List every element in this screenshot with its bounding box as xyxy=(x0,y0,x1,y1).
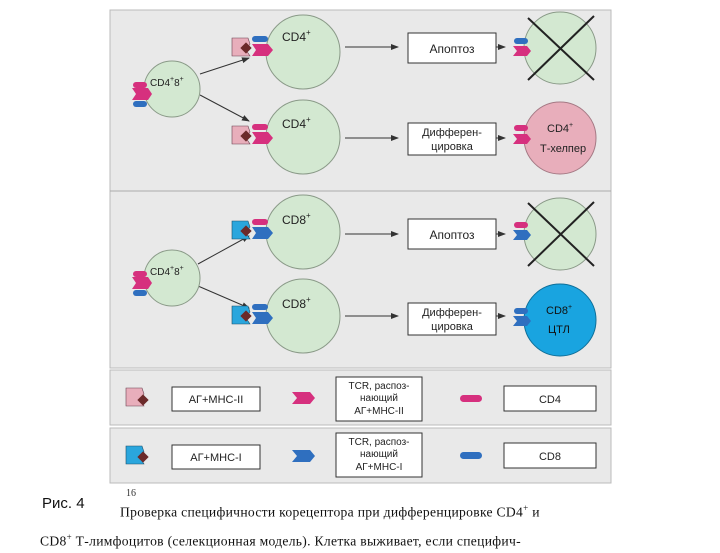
tcr-icon xyxy=(132,88,152,100)
cd8-marker xyxy=(514,222,528,228)
cd8-marker xyxy=(133,290,147,296)
svg-text:ЦТЛ: ЦТЛ xyxy=(548,324,570,336)
svg-text:CD8+: CD8+ xyxy=(282,211,311,227)
svg-text:CD8+: CD8+ xyxy=(546,304,572,317)
dead-cell-2 xyxy=(513,197,597,271)
svg-text:CD4+: CD4+ xyxy=(282,115,311,131)
cd4-t-helper-cell: CD4+ Т-хелпер xyxy=(513,101,597,175)
cd4-marker xyxy=(133,82,147,88)
caption-line-1: Проверка специфичности корецептора при д… xyxy=(120,503,540,520)
figure-caption: Проверка специфичности корецептора при д… xyxy=(40,496,688,553)
cd4-marker xyxy=(252,124,268,130)
svg-text:CD4+8+: CD4+8+ xyxy=(150,265,184,278)
tcr-icon xyxy=(513,230,531,240)
cd8-legend-icon xyxy=(460,452,482,459)
cd4-marker xyxy=(514,125,528,131)
cd4-marker xyxy=(252,36,268,42)
svg-text:нающий: нающий xyxy=(360,449,398,460)
cd4-marker xyxy=(133,271,147,277)
tcr-mhc2-legend-icon xyxy=(292,392,315,404)
tcr-icon xyxy=(513,134,531,144)
svg-text:CD4+: CD4+ xyxy=(547,122,573,135)
cd8-marker xyxy=(252,304,268,310)
svg-text:CD8+: CD8+ xyxy=(282,295,311,311)
tcr-icon xyxy=(132,277,152,289)
cd8-cell-mhc1-mismatch-row: CD8+ xyxy=(231,194,341,270)
svg-text:Апоптоз: Апоптоз xyxy=(429,228,475,242)
cd4-cell-mhc2-row: CD4+ xyxy=(231,99,341,175)
tcr-icon xyxy=(513,46,531,56)
svg-text:TCR, распоз-: TCR, распоз- xyxy=(348,437,409,448)
tcr-icon xyxy=(252,44,273,56)
double-positive-cell-top: CD4+8+ xyxy=(132,60,201,118)
antigen-icon xyxy=(240,310,252,322)
svg-text:Апоптоз: Апоптоз xyxy=(429,42,475,56)
cd8-marker xyxy=(133,101,147,107)
outcome-differentiation-2: Дифферен- цировка xyxy=(407,302,497,336)
svg-text:АГ+МНС-I: АГ+МНС-I xyxy=(356,462,403,473)
double-positive-cell-bottom: CD4+8+ xyxy=(132,249,201,307)
svg-text:Дифферен-: Дифферен- xyxy=(422,127,482,139)
svg-text:АГ+МНС-II: АГ+МНС-II xyxy=(189,394,244,406)
svg-text:CD4+: CD4+ xyxy=(282,28,311,44)
cd8-marker xyxy=(252,219,268,225)
figure-label: Рис. 4 xyxy=(42,495,85,512)
figure-number: 16 xyxy=(126,488,136,499)
svg-text:CD8: CD8 xyxy=(539,451,561,463)
outcome-differentiation-1: Дифферен- цировка xyxy=(407,122,497,156)
svg-text:цировка: цировка xyxy=(431,321,474,333)
antigen-icon xyxy=(240,130,252,142)
legend-row-mhc2: АГ+МНС-II TCR, распоз- нающий АГ+МНС-II … xyxy=(125,376,597,422)
antigen-legend-icon xyxy=(137,451,149,463)
svg-text:АГ+МНС-I: АГ+МНС-I xyxy=(190,452,242,464)
svg-text:АГ+МНС-II: АГ+МНС-II xyxy=(354,406,404,417)
tcr-icon xyxy=(252,227,273,239)
tcr-icon xyxy=(252,312,273,324)
svg-text:нающий: нающий xyxy=(360,393,398,404)
tcr-mhc1-legend-icon xyxy=(292,450,315,462)
tcr-icon xyxy=(252,132,273,144)
svg-text:цировка: цировка xyxy=(431,141,474,153)
cd8-ctl-cell: CD8+ ЦТЛ xyxy=(513,283,597,357)
caption-line-2: CD8+ Т-лимфоцитов (селекционная модель).… xyxy=(40,531,521,549)
antigen-icon xyxy=(240,225,252,237)
antigen-icon xyxy=(240,42,252,54)
tcr-icon xyxy=(513,316,531,326)
cd4-marker xyxy=(514,38,528,44)
legend-row-mhc1: АГ+МНС-I TCR, распоз- нающий АГ+МНС-I CD… xyxy=(125,432,597,478)
svg-text:CD4: CD4 xyxy=(539,394,561,406)
cd8-marker xyxy=(514,308,528,314)
dead-cell-1 xyxy=(513,11,597,85)
cd4-cell-mhc1-row: CD4+ xyxy=(231,14,341,90)
outcome-apoptosis-2: Апоптоз xyxy=(407,218,497,250)
antigen-legend-icon xyxy=(137,394,149,406)
cd8-cell-mhc1-match-row: CD8+ xyxy=(231,278,341,354)
diagram-canvas: CD4+8+ CD4+8+ CD4+ CD4+ xyxy=(109,9,612,484)
svg-text:CD4+8+: CD4+8+ xyxy=(150,76,184,89)
outcome-apoptosis-1: Апоптоз xyxy=(407,32,497,64)
svg-text:Дифферен-: Дифферен- xyxy=(422,307,482,319)
svg-text:Т-хелпер: Т-хелпер xyxy=(540,143,586,155)
svg-text:TCR, распоз-: TCR, распоз- xyxy=(348,381,409,392)
cd4-legend-icon xyxy=(460,395,482,402)
